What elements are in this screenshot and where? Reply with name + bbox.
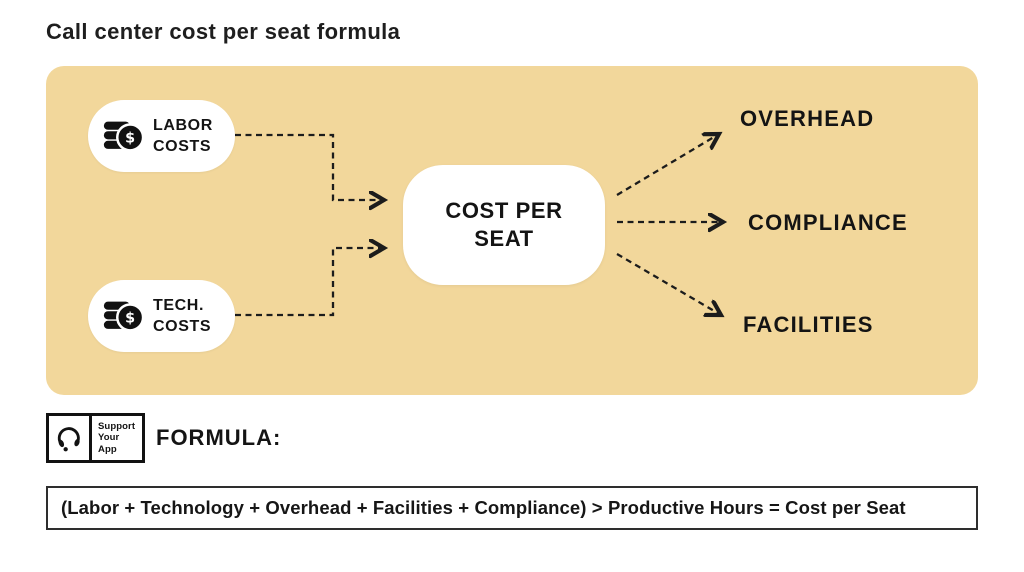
- output-overhead: OVERHEAD: [740, 106, 875, 131]
- formula-heading: FORMULA:: [156, 425, 282, 450]
- diagram-panel: $ LABOR COSTS $ TECH. COSTS COST PER SEA…: [46, 66, 978, 395]
- output-compliance: COMPLIANCE: [748, 210, 908, 235]
- arrow-center-to-facilities: [616, 253, 721, 315]
- node-label: COST PER SEAT: [445, 198, 563, 251]
- formula-box: (Labor + Technology + Overhead + Facilit…: [46, 486, 978, 530]
- svg-text:$: $: [125, 131, 135, 147]
- connector-arrows: [235, 66, 978, 395]
- support-your-app-logo: Support Your App: [46, 413, 145, 463]
- node-tech-costs: $ TECH. COSTS: [88, 280, 235, 352]
- formula-text: (Labor + Technology + Overhead + Facilit…: [61, 497, 906, 518]
- coins-icon: $: [103, 301, 145, 332]
- output-facilities: FACILITIES: [743, 312, 874, 337]
- logo-icon-cell: [49, 416, 92, 460]
- node-label: TECH. COSTS: [153, 297, 212, 335]
- headset-icon: [57, 427, 80, 452]
- node-cost-per-seat: COST PER SEAT: [403, 165, 605, 285]
- arrow-labor-to-center: [235, 133, 384, 200]
- node-labor-costs: $ LABOR COSTS: [88, 100, 235, 172]
- node-label: LABOR COSTS: [153, 117, 213, 155]
- logo-wordmark: Support Your App: [98, 420, 136, 455]
- arrow-tech-to-center: [235, 248, 384, 317]
- arrow-center-to-overhead: [616, 134, 719, 196]
- page-title: Call center cost per seat formula: [46, 19, 401, 44]
- coins-icon: $: [103, 121, 145, 152]
- svg-text:$: $: [125, 311, 135, 327]
